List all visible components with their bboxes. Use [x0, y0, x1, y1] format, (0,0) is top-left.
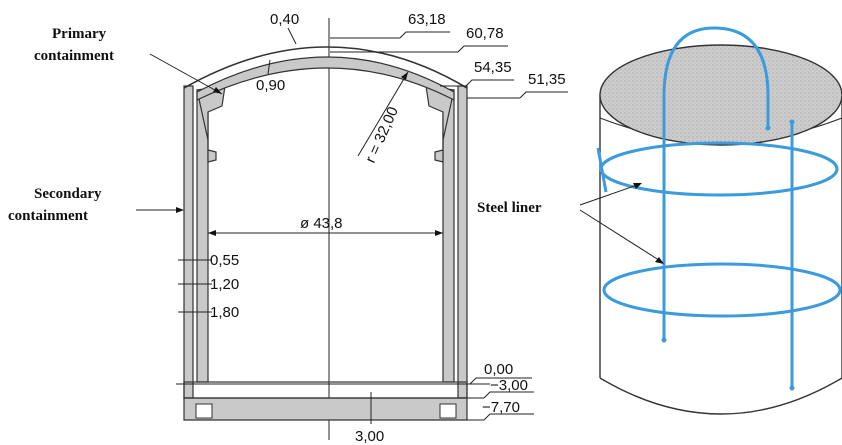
elevation-markers: 63,18 60,78 54,35 51,35 0,00 −3,00 −7,70 [330, 11, 568, 421]
base-void-left [195, 403, 213, 419]
elev-tick-3 [465, 79, 514, 87]
secondary-arrowhead [176, 207, 184, 213]
radius-arrow [401, 72, 408, 80]
dome-thickness-leader [287, 27, 297, 45]
elev-1: 63,18 [408, 11, 446, 28]
elev-tick-7 [483, 413, 534, 421]
liner-arch [662, 26, 770, 340]
elev-5: 0,00 [484, 361, 513, 378]
elev-tick-6 [483, 391, 534, 399]
elev-2: 60,78 [466, 25, 504, 42]
elev-tick-4 [519, 91, 568, 99]
elev-6: −3,00 [490, 377, 528, 394]
liner-node-2 [765, 125, 771, 131]
secondary-label-line2: containment [8, 208, 88, 224]
dome-thickness-label: 0,40 [270, 11, 299, 28]
steel-liner-arrow-upper [579, 183, 641, 206]
secondary-label-line1: Secondary [34, 186, 102, 202]
primary-label-line1: Primary [52, 26, 107, 42]
liner-ring-lower [602, 262, 842, 318]
base-upper [183, 381, 468, 399]
steel-liner-arrow-lower [579, 209, 663, 263]
elev-tick-5 [469, 377, 532, 385]
steel-liner-arrowhead-upper [633, 183, 642, 189]
dome-primary [196, 56, 455, 101]
radius-label: r = 32,00 [362, 104, 402, 165]
wall-120-label: 1,20 [210, 276, 239, 293]
cross-section: ø 43,8 r = 32,00 0,40 0,90 0,55 1,20 1,8… [8, 11, 568, 445]
steel-liner-arrowhead-lower [655, 257, 664, 264]
primary-arrowhead [213, 87, 222, 94]
elev-tick-1 [399, 31, 450, 39]
dome-outer [183, 46, 468, 89]
elev-3: 54,35 [474, 59, 512, 76]
base-void-right [439, 403, 457, 419]
corbel-right [425, 85, 455, 163]
base-slab [183, 397, 468, 421]
liner-node-4 [789, 385, 795, 391]
elev-4: 51,35 [528, 71, 566, 88]
wall-055-label: 0,55 [210, 252, 239, 269]
elev-7: −7,70 [482, 399, 520, 416]
steel-liner-label: Steel liner [477, 200, 542, 216]
liner-node-3 [789, 119, 795, 125]
cylinder-bottom [599, 377, 842, 415]
cylinder-roof [599, 44, 842, 146]
corbel-left [196, 85, 226, 163]
radius-line [357, 71, 409, 157]
base-slab-label: 3,00 [355, 428, 384, 445]
secondary-wall-right [457, 85, 468, 399]
diameter-label: ø 43,8 [300, 215, 343, 232]
cylinder-illustration: Steel liner [477, 26, 842, 415]
wall-180-label: 1,80 [210, 304, 239, 321]
inner-shell-label: 0,90 [256, 77, 285, 94]
elev-tick-2 [457, 45, 508, 53]
primary-arrow [149, 53, 223, 95]
inner-shell-leader [267, 59, 271, 75]
secondary-wall-left [183, 85, 194, 399]
liner-node-1 [661, 337, 667, 343]
liner-strap [596, 147, 608, 193]
primary-label-line2: containment [34, 48, 114, 64]
